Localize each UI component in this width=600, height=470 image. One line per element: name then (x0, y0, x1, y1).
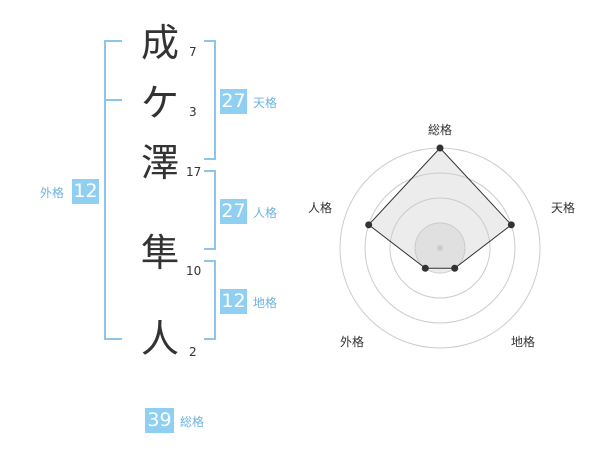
tenkaku-label: 天格 (253, 96, 278, 110)
radar-point-2 (507, 221, 515, 229)
jinkaku-label: 人格 (253, 206, 278, 220)
radar-axis-label-gaikaku: 外格 (340, 335, 365, 349)
radar-axis-label-jinkaku: 人格 (308, 201, 333, 215)
jinkaku-bracket (204, 170, 216, 250)
name-char-1: 成 (141, 21, 180, 65)
radar-axis-label-chikaku: 地格 (511, 335, 536, 349)
gaikaku-bracket (104, 40, 122, 340)
stroke-count-1: 7 (189, 45, 197, 59)
name-char-2: ケ (141, 81, 180, 125)
chikaku-label: 地格 (253, 296, 278, 310)
stroke-count-3: 17 (186, 165, 202, 179)
chikaku-value-badge: 12 (220, 289, 247, 314)
tenkaku-value-badge: 27 (220, 89, 247, 114)
name-char-3: 澤 (141, 141, 180, 185)
radar-axis-label-tenkaku: 天格 (551, 201, 576, 215)
radar-center-dot (437, 245, 443, 251)
stroke-count-2: 3 (189, 105, 197, 119)
gaikaku-value-badge: 12 (72, 179, 99, 204)
chikaku-bracket (204, 260, 216, 340)
gaikaku-bracket-mid-tick (104, 99, 122, 101)
radar-axis-label-soukaku: 総格 (428, 123, 453, 137)
jinkaku-value-badge: 27 (220, 199, 247, 224)
soukaku-value-badge: 39 (145, 408, 174, 433)
radar-series-polygon (367, 147, 513, 269)
stroke-count-4: 10 (186, 264, 202, 278)
radar-point-4 (421, 264, 429, 272)
radar-point-1 (436, 144, 444, 152)
stroke-count-5: 2 (189, 345, 197, 359)
tenkaku-bracket (204, 40, 216, 160)
radar-point-3 (451, 264, 459, 272)
gaikaku-label: 外格 (40, 186, 65, 200)
name-char-5: 人 (141, 317, 180, 361)
name-char-4: 隼 (141, 231, 180, 275)
soukaku-label: 総格 (180, 415, 205, 429)
radar-point-5 (365, 221, 373, 229)
